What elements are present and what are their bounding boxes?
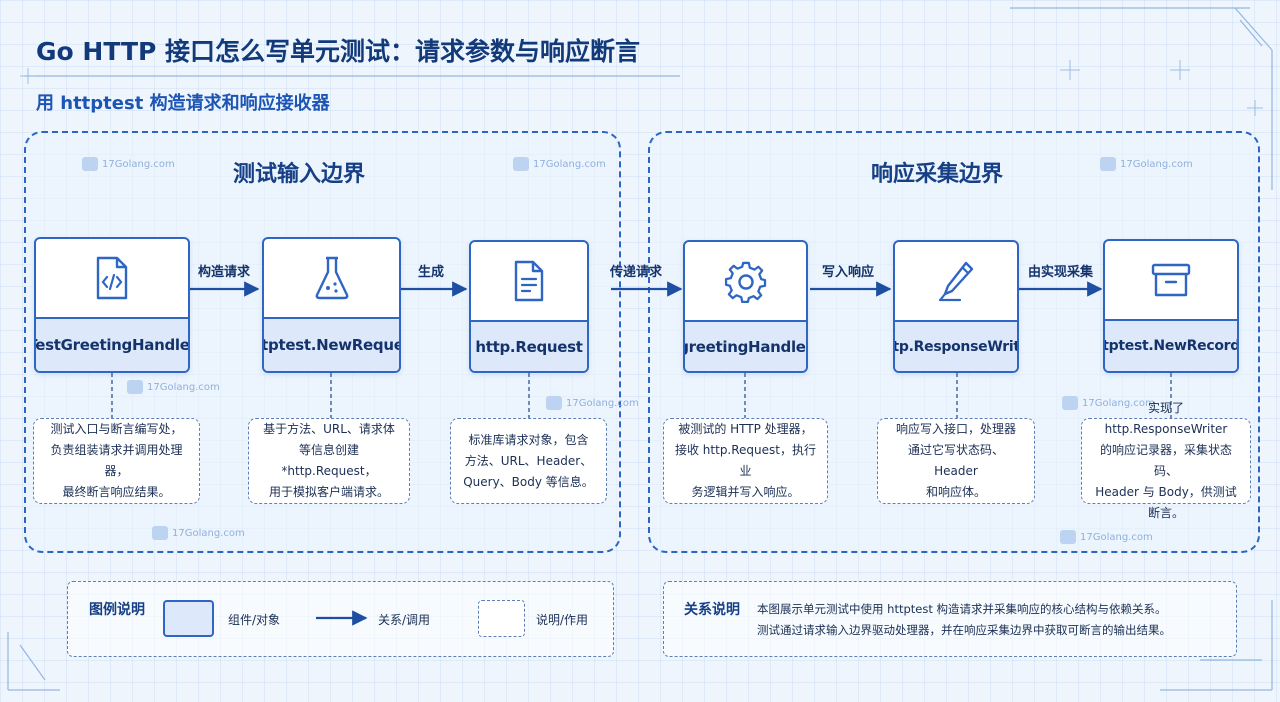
note-httptest-newrequest: 基于方法、URL、请求体等信息创建 *http.Request，用于模拟客户端请…: [248, 418, 410, 504]
legend-note-swatch: [478, 600, 525, 637]
legend-component-swatch: [163, 600, 214, 637]
arrow-label-write-response: 写入响应: [822, 265, 875, 280]
legend-note-label: 说明/作用: [536, 613, 589, 627]
node-httptest-newrecorder: httptest.NewRecorder: [1103, 239, 1239, 373]
legend-component-label: 组件/对象: [228, 613, 281, 627]
node-label: greetingHandler: [685, 320, 806, 371]
legend-arrow-icon: [316, 610, 368, 626]
watermark-logo-icon: [1062, 396, 1078, 410]
watermark: 17Golang.com: [82, 157, 175, 171]
watermark: 17Golang.com: [546, 396, 639, 410]
relation-line: 本图展示单元测试中使用 httptest 构造请求并采集响应的核心结构与依赖关系…: [757, 602, 1167, 616]
watermark: 17Golang.com: [152, 526, 245, 540]
page-subtitle: 用 httptest 构造请求和响应接收器: [36, 93, 330, 114]
legend-relation-label: 关系/调用: [378, 613, 431, 627]
input-boundary-title: 测试输入边界: [232, 162, 365, 187]
node-http-responsewriter: http.ResponseWriter: [893, 240, 1019, 373]
watermark: 17Golang.com: [127, 380, 220, 394]
arrow-label-build-request: 构造请求: [198, 265, 251, 280]
node-http-request: http.Request: [469, 240, 589, 373]
watermark-logo-icon: [127, 380, 143, 394]
legend-title: 图例说明: [89, 602, 145, 618]
node-label: httptest.NewRecorder: [1105, 319, 1237, 371]
relation-line: 测试通过请求输入边界驱动处理器，并在响应采集边界中获取可断言的输出结果。: [757, 623, 1171, 637]
watermark-logo-icon: [1100, 157, 1116, 171]
document-icon: [514, 260, 544, 302]
response-boundary-title: 响应采集边界: [870, 162, 1003, 187]
watermark-logo-icon: [513, 157, 529, 171]
watermark-logo-icon: [1060, 530, 1076, 544]
node-label: http.ResponseWriter: [895, 320, 1017, 371]
watermark: 17Golang.com: [1100, 157, 1193, 171]
node-greeting-handler: greetingHandler: [683, 240, 808, 373]
node-httptest-newrequest: httptest.NewRequest: [262, 237, 401, 373]
code-file-icon: [96, 256, 128, 300]
watermark-logo-icon: [152, 526, 168, 540]
node-test-greeting-handler: TestGreetingHandler: [34, 237, 190, 373]
arrow-label-generate: 生成: [418, 265, 445, 280]
node-label: httptest.NewRequest: [264, 317, 399, 371]
archive-box-icon: [1151, 263, 1191, 297]
arrow-label-collect: 由实现采集: [1028, 265, 1094, 280]
watermark: 17Golang.com: [513, 157, 606, 171]
page-title: Go HTTP 接口怎么写单元测试：请求参数与响应断言: [36, 37, 641, 66]
note-test-greeting-handler: 测试入口与断言编写处，负责组装请求并调用处理器，最终断言响应结果。: [33, 418, 200, 504]
watermark-logo-icon: [546, 396, 562, 410]
gear-icon: [724, 261, 766, 303]
watermark-logo-icon: [82, 157, 98, 171]
arrow-label-pass-request: 传递请求: [610, 265, 663, 280]
relation-title: 关系说明: [684, 602, 740, 618]
pen-icon: [938, 261, 974, 302]
flask-icon: [315, 256, 348, 300]
watermark: 17Golang.com: [1062, 396, 1155, 410]
node-label: TestGreetingHandler: [36, 317, 188, 371]
note-http-request: 标准库请求对象，包含方法、URL、Header、Query、Body 等信息。: [450, 418, 607, 504]
node-label: http.Request: [471, 320, 587, 371]
watermark: 17Golang.com: [1060, 530, 1153, 544]
relation-panel: [663, 581, 1237, 657]
note-greeting-handler: 被测试的 HTTP 处理器，接收 http.Request，执行业务逻辑并写入响…: [663, 418, 828, 504]
